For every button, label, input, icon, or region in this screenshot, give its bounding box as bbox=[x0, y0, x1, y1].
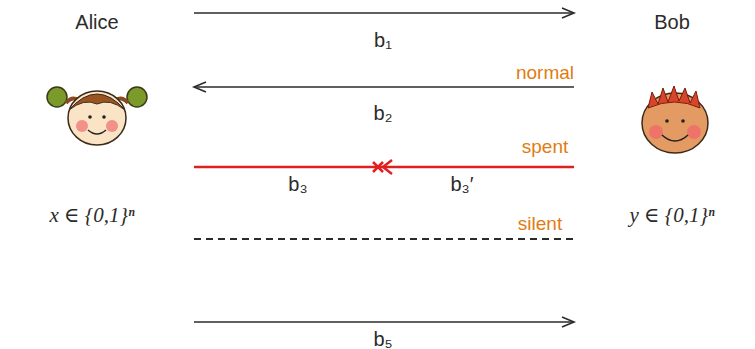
party: Alice x ∈ {0,1}ⁿ bbox=[0, 0, 194, 349]
channel-state: silent bbox=[518, 214, 562, 235]
bob-face bbox=[642, 86, 708, 153]
message-bit: b₃′ bbox=[450, 173, 473, 195]
message-line bbox=[194, 167, 574, 168]
input-variable: y ∈ {0,1}ⁿ bbox=[629, 204, 714, 227]
input-variable: x ∈ {0,1}ⁿ bbox=[49, 204, 134, 227]
message-bit: b₅ bbox=[373, 328, 392, 349]
message-line bbox=[194, 82, 574, 92]
party: Bob y ∈ {0,1}ⁿ bbox=[574, 0, 755, 349]
person-name: Bob bbox=[654, 11, 690, 33]
message-line bbox=[194, 317, 574, 327]
message-line bbox=[194, 8, 574, 18]
channel-state: spent bbox=[522, 137, 568, 158]
message-bit: b₂ bbox=[374, 102, 393, 124]
alice-face bbox=[47, 87, 147, 145]
channel-state: normal bbox=[516, 63, 574, 84]
message-line bbox=[194, 239, 574, 240]
message-bit: b₃ bbox=[288, 173, 307, 195]
person-name: Alice bbox=[75, 11, 118, 33]
message-bit: b₁ bbox=[374, 29, 392, 51]
